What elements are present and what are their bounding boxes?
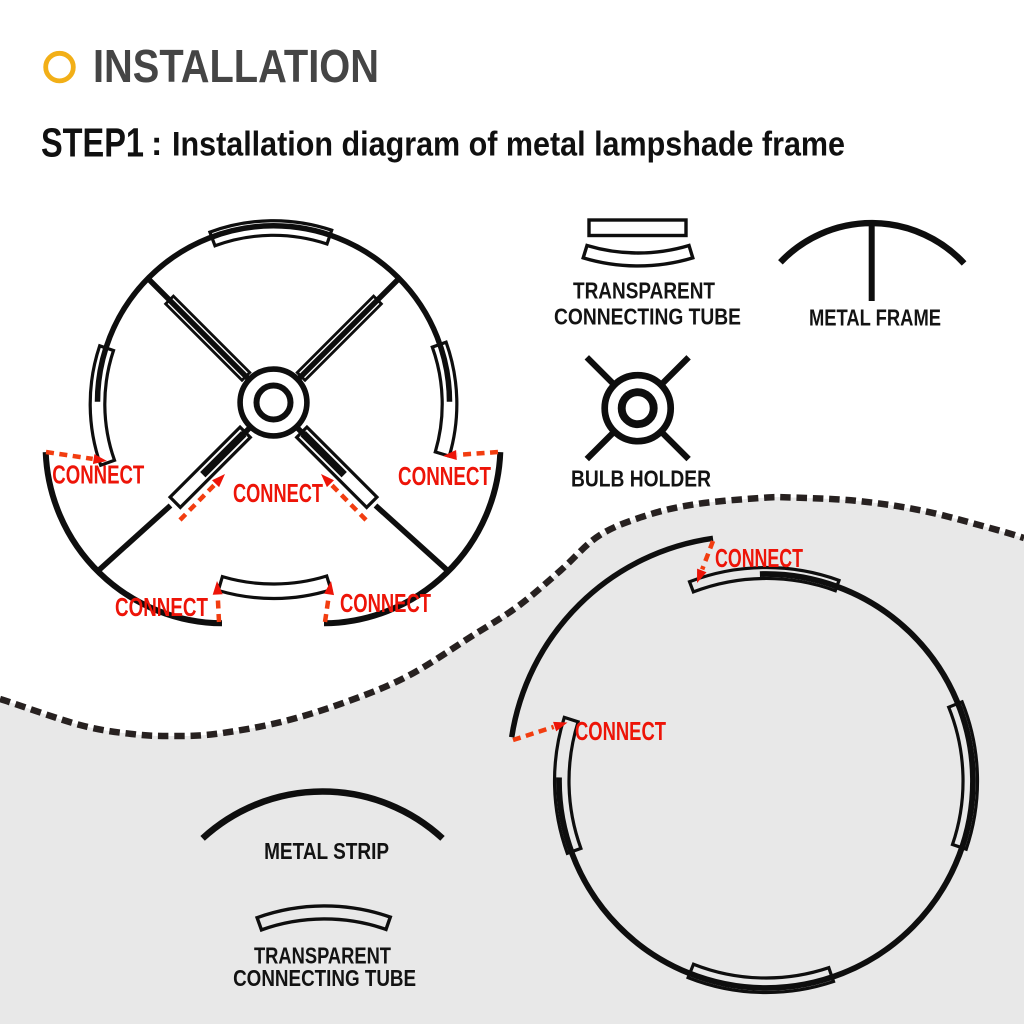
svg-text:BULB HOLDER: BULB HOLDER	[571, 465, 711, 491]
svg-text:METAL FRAME: METAL FRAME	[809, 305, 941, 331]
svg-text:CONNECTING TUBE: CONNECTING TUBE	[554, 304, 741, 330]
svg-text:CONNECT: CONNECT	[233, 478, 323, 508]
svg-text:CONNECT: CONNECT	[340, 588, 431, 618]
svg-text:CONNECTING TUBE: CONNECTING TUBE	[233, 965, 416, 991]
svg-text:CONNECT: CONNECT	[52, 460, 144, 490]
svg-text:TRANSPARENT: TRANSPARENT	[573, 278, 715, 304]
svg-text:CONNECT: CONNECT	[398, 461, 491, 491]
svg-text:STEP1: STEP1	[41, 120, 144, 166]
svg-text:METAL STRIP: METAL STRIP	[264, 838, 389, 864]
svg-text:CONNECT: CONNECT	[575, 716, 666, 746]
svg-text:CONNECT: CONNECT	[715, 543, 803, 573]
svg-text:TRANSPARENT: TRANSPARENT	[254, 943, 391, 969]
svg-text:INSTALLATION: INSTALLATION	[93, 40, 379, 92]
svg-text:CONNECT: CONNECT	[115, 592, 208, 622]
svg-text::: :	[151, 125, 162, 163]
svg-text:Installation diagram of metal: Installation diagram of metal lampshade …	[172, 126, 845, 164]
